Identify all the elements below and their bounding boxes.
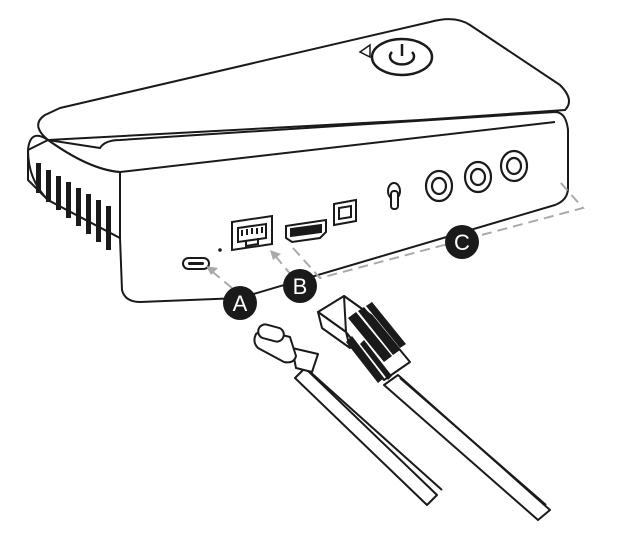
media-box [27, 18, 570, 303]
usb-c-port-icon[interactable] [182, 248, 222, 270]
aux-port-icon[interactable] [387, 182, 401, 210]
hdmi-port-icon[interactable] [285, 218, 327, 244]
rca-port-icon[interactable] [424, 149, 529, 203]
callout-a: A [223, 286, 257, 320]
side-vents [36, 163, 111, 250]
callout-b: B [283, 269, 317, 303]
leader-lines [207, 251, 293, 289]
callout-c-label: C [454, 230, 470, 255]
callout-a-label: A [233, 291, 248, 316]
ethernet-port-icon[interactable] [231, 214, 273, 252]
callout-b-label: B [293, 274, 308, 299]
callout-c: C [445, 225, 479, 259]
power-icon[interactable] [358, 37, 434, 77]
optical-port-icon[interactable] [333, 198, 357, 227]
ethernet-connector-ridges [346, 302, 406, 383]
ethernet-cable [317, 295, 551, 521]
leader-arrows [206, 250, 281, 275]
usb-c-cable [253, 323, 443, 506]
